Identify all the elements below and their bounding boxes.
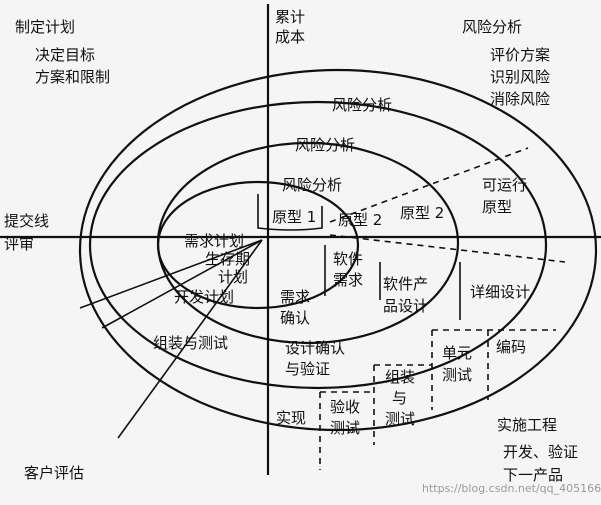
- product-design-line-2: 品设计: [383, 297, 428, 315]
- unit-test-line-2: 测试: [442, 366, 472, 384]
- requirement-confirm-line-2: 确认: [280, 309, 310, 327]
- evaluation-line-3: [117, 239, 263, 439]
- product-design-line-1: 软件产: [383, 275, 428, 293]
- requirement-confirm-line-1: 需求: [280, 288, 310, 306]
- quadrant-risk-line-2: 识别风险: [490, 68, 550, 86]
- watermark: https://blog.csdn.net/qq_40516677: [422, 482, 601, 495]
- prototype-1: 原型 1: [272, 208, 316, 226]
- detailed-design: 详细设计: [470, 283, 530, 301]
- risk-analysis-outer: 风险分析: [332, 96, 392, 114]
- runnable-prototype-line-2: 原型: [482, 198, 512, 216]
- implementation: 实现: [276, 409, 306, 427]
- lifecycle-plan-line-1: 生存期: [205, 250, 250, 268]
- quadrant-plan-line-1: 决定目标: [35, 46, 95, 64]
- quadrant-engineering-title: 实施工程: [497, 416, 557, 434]
- quadrant-plan-title: 制定计划: [15, 18, 75, 36]
- coding: 编码: [496, 338, 526, 356]
- integration-test-line-2: 与: [392, 389, 407, 407]
- runnable-prototype-line-1: 可运行: [482, 176, 527, 194]
- evaluation-line-2: [101, 239, 263, 329]
- integration-test-line-3: 测试: [385, 410, 415, 428]
- spiral-turn-outer: [78, 68, 598, 432]
- design-confirm-line-2: 与验证: [285, 360, 330, 378]
- axis-cost-line-1: 累计: [275, 8, 305, 26]
- risk-analysis-inner: 风险分析: [282, 176, 342, 194]
- acceptance-test-line-1: 验收: [330, 398, 360, 416]
- quadrant-engineering-line-2: 下一产品: [503, 466, 563, 484]
- integration-test-plan: 组装与测试: [153, 334, 228, 352]
- dashed-line-lower: [329, 234, 566, 263]
- prototype-2-inner: 原型 2: [338, 211, 382, 229]
- quadrant-engineering-line-1: 开发、验证: [503, 443, 578, 461]
- prototype-2-outer: 原型 2: [400, 204, 444, 222]
- unit-test-line-1: 单元: [442, 344, 472, 362]
- dev-plan: 开发计划: [174, 288, 234, 306]
- spiral-turn-third: [88, 100, 548, 390]
- evaluation-line-1: [79, 239, 263, 309]
- quadrant-risk-title: 风险分析: [462, 18, 522, 36]
- axis-commit-line-2: 评审: [4, 235, 34, 253]
- design-confirm-line-1: 设计确认: [285, 339, 345, 357]
- quadrant-evaluation-title: 客户评估: [24, 464, 84, 482]
- spiral-turn-inner: [156, 180, 360, 310]
- risk-analysis-middle: 风险分析: [295, 136, 355, 154]
- prototype-1-box: [257, 194, 323, 231]
- integration-test-line-1: 组装: [385, 368, 415, 386]
- axis-cost-line-2: 成本: [275, 28, 305, 46]
- quadrant-risk-line-1: 评价方案: [490, 46, 550, 64]
- axis-commit-line-1: 提交线: [4, 212, 49, 230]
- requirement-plan: 需求计划: [184, 232, 244, 250]
- acceptance-test-line-2: 测试: [330, 419, 360, 437]
- software-requirement-line-2: 需求: [333, 271, 363, 289]
- software-requirement-line-1: 软件: [333, 250, 363, 268]
- quadrant-risk-line-3: 消除风险: [490, 90, 550, 108]
- quadrant-plan-line-2: 方案和限制: [35, 68, 110, 86]
- lifecycle-plan-line-2: 计划: [218, 268, 248, 286]
- dashed-line-upper: [329, 147, 529, 223]
